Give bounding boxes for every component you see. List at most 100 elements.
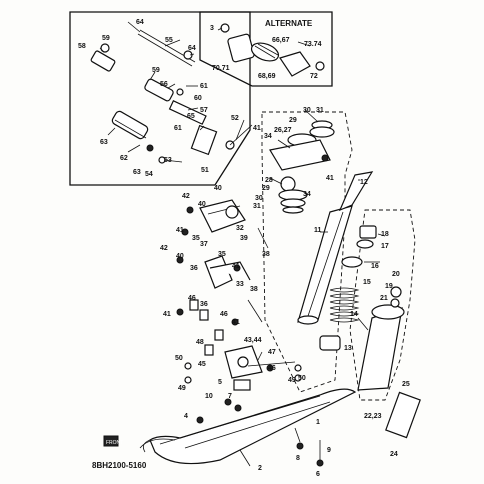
boot-rib-1 [254,45,276,59]
bolt-38b [247,299,263,323]
bushing-17 [356,239,374,249]
label-40b: 40 [198,201,206,208]
label-35b: 35 [218,251,226,258]
label-68-69: 68,69 [258,73,276,80]
label-25: 25 [402,381,410,388]
label-45: 45 [198,361,206,368]
bolt-47 [247,361,296,367]
label-48: 48 [196,339,204,346]
label-18: 18 [381,231,389,238]
label-30: 30 [303,107,311,114]
collar-56 [144,78,174,102]
label-24: 24 [390,451,398,458]
label-16: 16 [371,263,379,270]
label-70-71: 70.71 [212,65,230,72]
label-46: 46 [188,295,196,302]
label-40c: 40 [176,253,184,260]
label-33: 33 [236,281,244,288]
label-41b: 41 [326,175,334,182]
label-55: 55 [165,37,173,44]
label-7: 7 [228,393,232,400]
alternate-heading: ALTERNATE [265,19,313,28]
label-63: 63 [100,139,108,146]
label-35: 35 [192,235,200,242]
bracket-65 [190,124,218,156]
plate-57 [168,99,207,125]
bolt-4 [196,416,204,424]
rod-end-64 [183,50,193,60]
nut-42 [176,256,184,264]
leader-lines [99,21,386,467]
drawing-number: 8BH2100-5160 [92,461,147,470]
label-38b: 38 [250,286,258,293]
label-15: 15 [363,279,371,286]
collar-46 [189,299,199,311]
label-12: 12 [360,179,368,186]
label-61b: 61 [174,125,182,132]
label-50b: 50 [298,375,306,382]
label-59b: 59 [152,67,160,74]
label-56: 56 [160,81,168,88]
label-3: 3 [210,25,214,32]
front-arrow-marker: FRONT [103,435,123,447]
nut-8 [296,442,304,450]
nut-46c [266,364,274,372]
label-36: 36 [190,265,198,272]
bracket-35 [204,255,233,289]
label-51: 51 [201,167,209,174]
label-54: 54 [145,171,153,178]
collar-36 [199,309,209,321]
label-72: 72 [310,73,318,80]
ski-tip-loop [142,439,151,453]
washer-50 [184,362,192,370]
label-22-23: 22,23 [364,413,382,420]
ski-tip-curve [139,438,176,449]
spindle-group-frame [261,111,353,393]
label-29b: 29 [262,185,270,192]
bracket-70 [227,33,255,63]
label-60: 60 [194,95,202,102]
label-64b: 64 [188,45,196,52]
bolt-52-shaft [229,124,253,146]
label-28: 28 [265,177,273,184]
shock-top [371,304,405,320]
svg-text:FRONT: FRONT [106,440,123,446]
label-14: 14 [350,311,358,318]
spindle-centerline [305,211,344,323]
washer-49 [184,376,192,384]
spring-14 [329,287,360,323]
label-41e: 41 [163,311,171,318]
shock-22 [357,307,403,391]
boot-rib-2 [257,43,279,56]
bolt-40 [186,206,194,214]
label-50: 50 [175,355,183,362]
label-11: 11 [314,227,322,234]
label-53: 53 [164,157,172,164]
collar-48 [204,344,214,356]
label-29: 29 [289,117,297,124]
bolt-41 [181,228,189,236]
label-65: 65 [187,113,195,120]
cap-18 [359,225,377,239]
alternate-inset-frame [199,11,333,87]
label-42: 42 [182,193,190,200]
label-9: 9 [327,447,331,454]
bolt-34 [321,154,329,162]
steering-arm-26 [269,139,331,171]
label-10: 10 [205,393,213,400]
ski-centerline [184,401,331,449]
label-36b: 36 [200,301,208,308]
label-57: 57 [200,107,208,114]
washer-50b [294,374,302,382]
arm-63 [111,110,149,140]
nut-59 [100,43,110,53]
label-62: 62 [120,155,128,162]
stopper-5 [233,379,251,391]
label-34b: 34 [303,191,311,198]
collar-46b [214,329,224,341]
label-66-67: 66,67 [272,37,290,44]
label-41: 41 [253,125,261,132]
washer-49b [294,364,302,372]
